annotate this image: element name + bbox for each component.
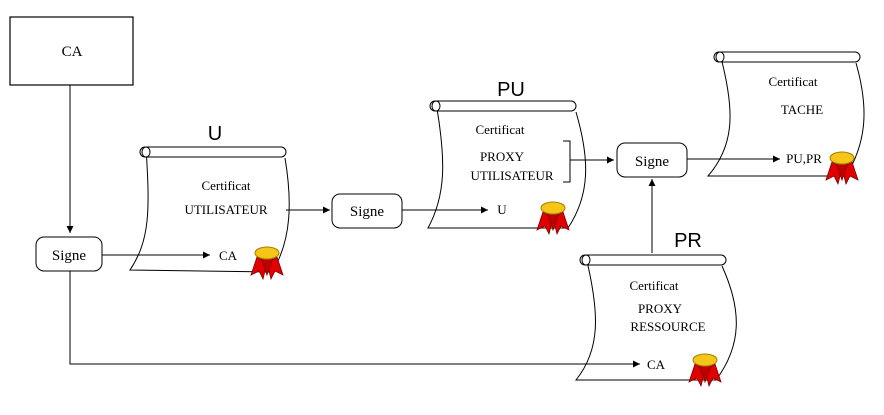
cert-u-line-1: UTILISATEUR [184, 202, 267, 217]
certificate-u: U Certificat UTILISATEUR CA [129, 123, 290, 280]
signe-node-pu-pr: Signe [616, 142, 688, 178]
cert-pu-line-2: UTILISATEUR [470, 168, 553, 183]
cert-pr-line-2: RESSOURCE [630, 319, 705, 334]
seal-icon [250, 246, 284, 280]
certificate-pr: PR Certificat PROXY RESSOURCE CA [574, 230, 737, 387]
signe-node-u: Signe [331, 193, 403, 229]
cert-u-title: Certificat [201, 178, 250, 193]
cert-u-heading: U [208, 123, 222, 145]
signe-node-ca-label: Signe [52, 248, 87, 264]
cert-tache-title: Certificat [768, 74, 817, 89]
seal-icon [825, 151, 859, 185]
bracket-pu [563, 140, 571, 183]
signe-node-pu-pr-label: Signe [635, 154, 670, 170]
cert-pu-title: Certificat [475, 122, 524, 137]
cert-pr-heading: PR [674, 230, 702, 252]
cert-pr-title: Certificat [629, 278, 678, 293]
cert-pu-bottom-label: U [497, 202, 507, 217]
seal-icon [536, 201, 570, 235]
ca-box-label: CA [62, 44, 83, 60]
signe-node-u-label: Signe [350, 204, 385, 220]
cert-pr-line-1: PROXY [638, 301, 683, 316]
cert-pu-heading: PU [497, 79, 525, 101]
certificate-pu: PU Certificat PROXY UTILISATEUR U [427, 79, 587, 235]
cert-pr-bottom-label: CA [647, 357, 666, 372]
cert-pu-line-1: PROXY [480, 149, 525, 164]
seal-icon [688, 353, 722, 387]
arrow-signe-to-cert-pr [69, 271, 640, 368]
signe-node-ca: Signe [35, 236, 103, 272]
certificate-tache: Certificat TACHE PU,PR [706, 51, 865, 185]
cert-u-bottom-label: CA [219, 248, 238, 263]
cert-tache-line-1: TACHE [781, 102, 823, 117]
ca-box: CA [9, 16, 134, 86]
cert-tache-bottom-label: PU,PR [786, 151, 822, 166]
